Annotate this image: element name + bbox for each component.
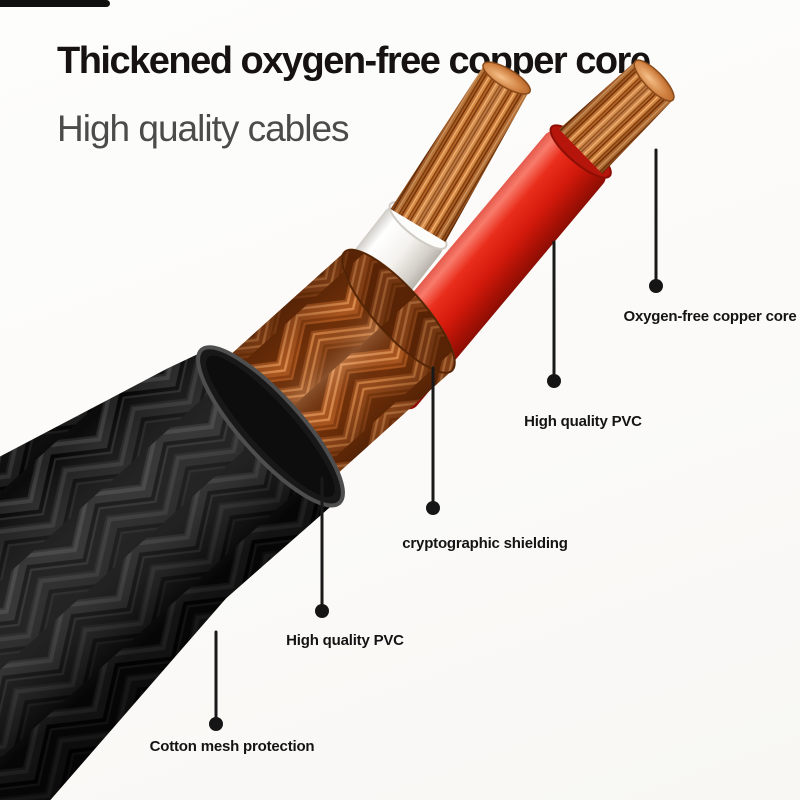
callout-lines bbox=[214, 148, 658, 719]
outer-cable bbox=[0, 345, 345, 800]
callout-label-red-pvc: High quality PVC bbox=[524, 413, 642, 430]
copper-braid-cut-face bbox=[340, 248, 456, 374]
callout-dot-copper-core bbox=[649, 279, 663, 293]
callout-label-cotton-mesh: Cotton mesh protection bbox=[149, 738, 315, 755]
callout-dot-shielding bbox=[426, 501, 440, 515]
copper-core-right-tip bbox=[633, 59, 675, 102]
callout-dots bbox=[209, 279, 663, 731]
callout-dot-red-pvc bbox=[547, 374, 561, 388]
callout-dot-cotton-mesh bbox=[209, 717, 223, 731]
top-left-bar bbox=[0, 0, 110, 7]
callout-label-inner-pvc: High quality PVC bbox=[286, 632, 404, 649]
copper-core-left-tip bbox=[482, 61, 531, 95]
callout-label-copper-core: Oxygen-free copper core bbox=[623, 308, 797, 325]
callout-dot-inner-pvc bbox=[315, 604, 329, 618]
page-title: Thickened oxygen-free copper core bbox=[57, 40, 651, 82]
callout-label-shielding: cryptographic shielding bbox=[402, 535, 568, 552]
page-subtitle: High quality cables bbox=[57, 108, 350, 149]
